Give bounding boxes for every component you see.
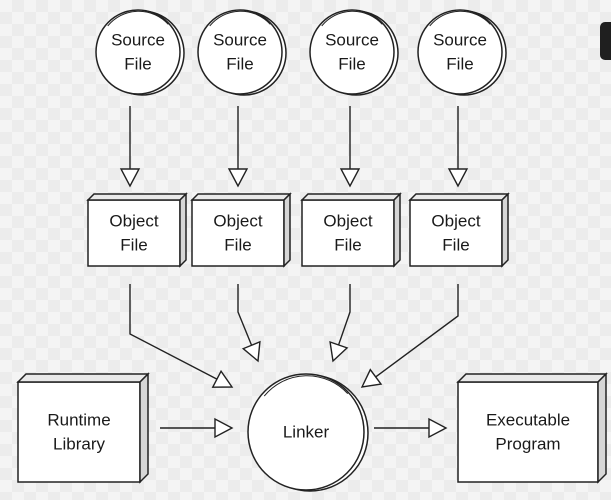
node-label-line: Program (495, 435, 560, 454)
node-face (409, 199, 503, 267)
node-face (197, 9, 283, 95)
node-top (190, 193, 292, 201)
edge-obj2-linker (237, 284, 261, 363)
node-label-line: Runtime (47, 411, 110, 430)
node-linker: Linker (247, 373, 369, 492)
node-highlight (321, 10, 383, 27)
node-face (95, 9, 181, 95)
edge-src2-obj2 (227, 106, 249, 188)
edge-obj1-linker (129, 284, 234, 388)
node-highlight (429, 10, 491, 27)
arrow-head (360, 368, 383, 388)
node-top (86, 193, 188, 201)
arrow-head (339, 168, 361, 188)
arrow-head (214, 417, 234, 439)
arrow-head (428, 417, 448, 439)
node-label-line: Object (431, 212, 480, 231)
scrollbar-thumb[interactable] (600, 22, 611, 60)
edge-src1-obj1 (119, 106, 141, 188)
node-top (456, 373, 608, 383)
arrow-head (241, 340, 261, 363)
node-highlight (209, 10, 271, 27)
edge-line (337, 284, 351, 346)
edge-line (129, 284, 218, 380)
edges-layer (119, 106, 469, 439)
node-face (457, 381, 599, 483)
edge-line (237, 284, 253, 346)
node-face (191, 199, 285, 267)
node-label-line: File (442, 236, 469, 255)
node-side (283, 192, 291, 268)
arrow-head (447, 168, 469, 188)
node-label-line: File (124, 55, 151, 74)
arrow-head (329, 340, 349, 363)
node-label-line: Object (213, 212, 262, 231)
node-label-line: Source (325, 31, 379, 50)
arrow-head (227, 168, 249, 188)
node-label-line: Source (111, 31, 165, 50)
node-label-line: File (446, 55, 473, 74)
node-top (300, 193, 402, 201)
node-label-line: Source (213, 31, 267, 50)
node-side (139, 372, 149, 484)
node-face (87, 199, 181, 267)
node-side (597, 372, 607, 484)
node-face (417, 9, 503, 95)
edge-src3-obj3 (339, 106, 361, 188)
node-side (501, 192, 509, 268)
edge-line (375, 284, 459, 378)
node-label-line: File (338, 55, 365, 74)
node-label-line: Object (323, 212, 372, 231)
node-label-line: Linker (283, 423, 330, 442)
edge-linker-exe (374, 417, 448, 439)
node-top (408, 193, 510, 201)
node-highlight (107, 10, 169, 27)
node-top (16, 373, 150, 383)
node-highlight (263, 375, 349, 397)
edge-src4-obj4 (447, 106, 469, 188)
node-label-line: File (226, 55, 253, 74)
edge-obj4-linker (360, 284, 459, 388)
node-label-line: Source (433, 31, 487, 50)
node-face (309, 9, 395, 95)
arrow-head (119, 168, 141, 188)
node-label-line: File (334, 236, 361, 255)
node-label-line: File (120, 236, 147, 255)
edge-obj3-linker (329, 284, 351, 363)
node-face (301, 199, 395, 267)
edge-lib-linker (160, 417, 234, 439)
node-label-line: Executable (486, 411, 570, 430)
node-face (247, 373, 365, 491)
node-side (179, 192, 187, 268)
node-label-line: Object (109, 212, 158, 231)
node-face (17, 381, 141, 483)
arrow-head (211, 369, 234, 388)
node-side (393, 192, 401, 268)
node-label-line: File (224, 236, 251, 255)
node-label-line: Library (53, 435, 105, 454)
nodes-layer: SourceFileSourceFileSourceFileSourceFile… (16, 9, 608, 492)
